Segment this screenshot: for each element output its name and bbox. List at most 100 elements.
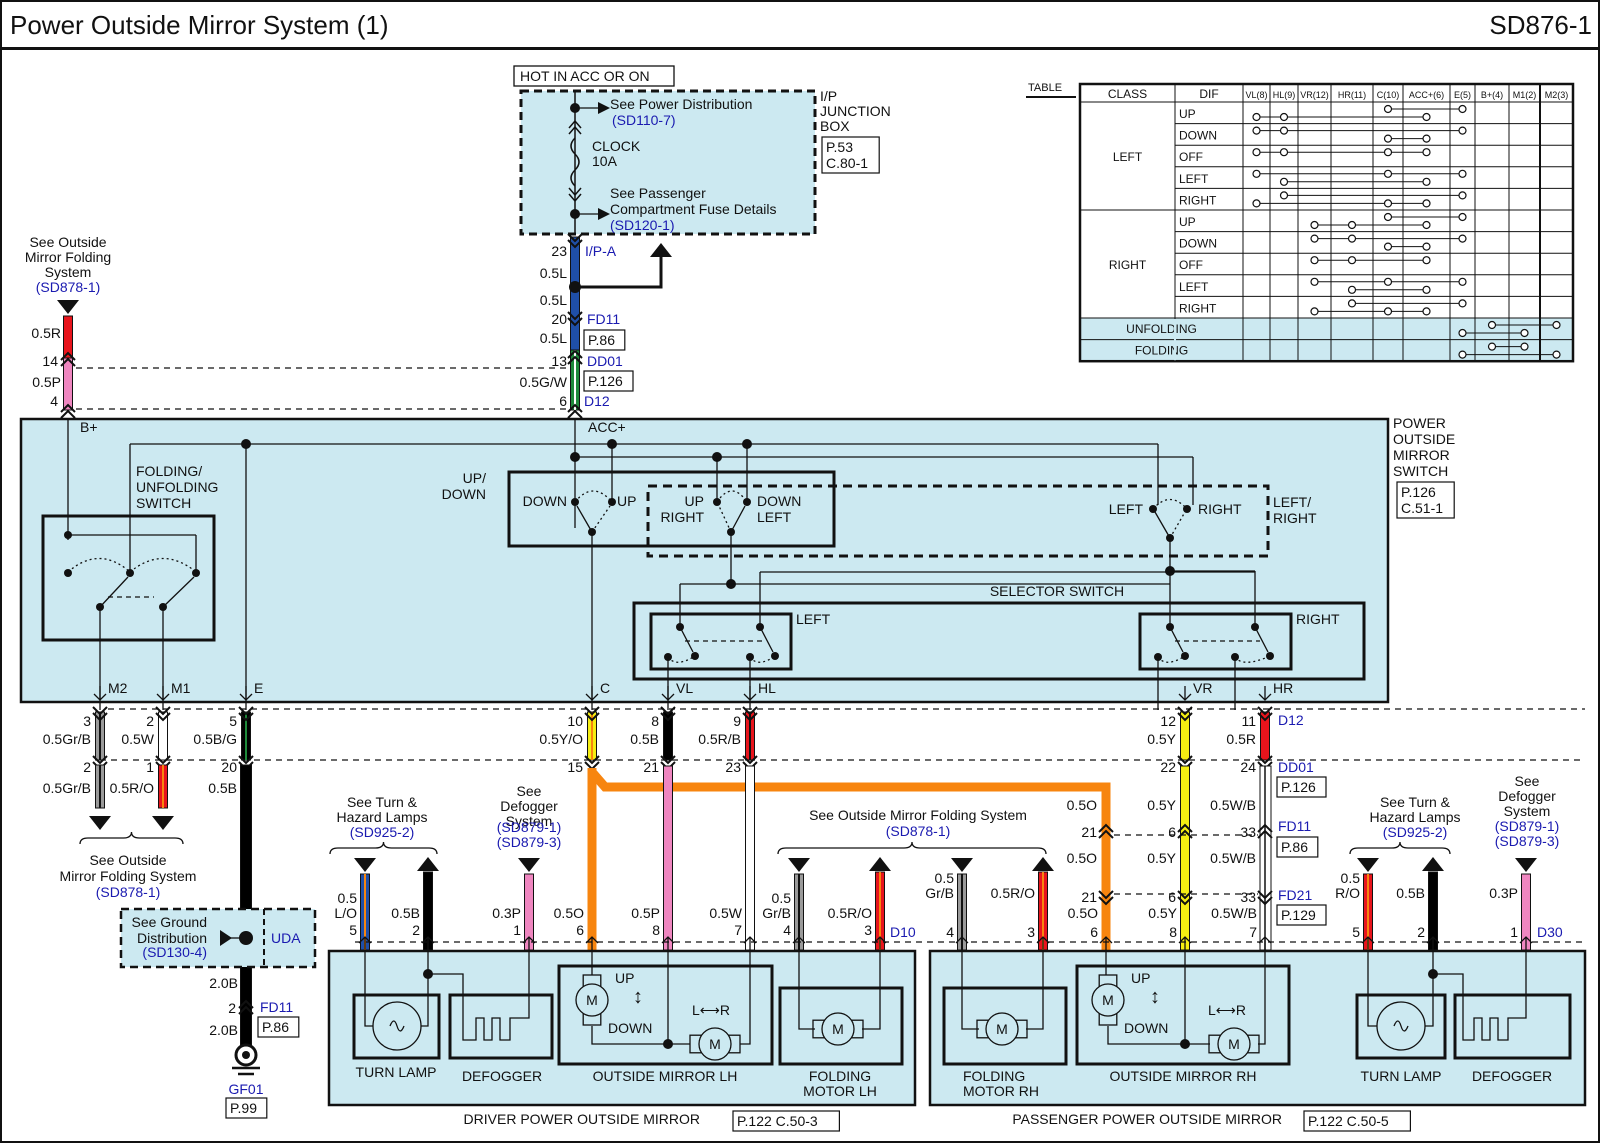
- connector-chevron: [1177, 829, 1193, 839]
- connector-fd11: FD11: [260, 999, 293, 1015]
- connector-chevron: [1177, 896, 1193, 906]
- wire-path: [743, 936, 757, 944]
- see-folding-text: See Outside Mirror Folding System: [809, 807, 1027, 823]
- arrow-down-icon: [89, 816, 111, 830]
- table-header: E(5): [1454, 90, 1471, 100]
- wire-spec: 0.5Y: [1147, 850, 1176, 866]
- wire-path: [585, 693, 599, 701]
- pin-label: 9: [733, 713, 741, 729]
- page-ref-text: P.126: [1281, 779, 1316, 795]
- table-label: TABLE: [1028, 82, 1062, 94]
- wire-spec: R/O: [1335, 885, 1360, 901]
- table-connection-node: [1458, 277, 1467, 286]
- arrow-right-icon: [220, 930, 232, 946]
- wire-path: [591, 951, 669, 1045]
- table-header: CLASS: [1108, 87, 1147, 101]
- table-connection-node: [1422, 242, 1431, 251]
- splice-dot: [192, 569, 200, 577]
- switch-position-label: LEFT: [757, 509, 792, 525]
- table-connection-node: [1422, 112, 1431, 122]
- driver-power-outside-mirror: [327, 949, 917, 1107]
- wire-path: [1157, 655, 1186, 663]
- pin-label: 14: [42, 353, 58, 369]
- terminal-label-hl: HL: [758, 680, 776, 696]
- connector-chevron: [60, 357, 76, 367]
- connector-fd11: FD11: [587, 311, 620, 327]
- pin-label: 1: [1510, 924, 1518, 940]
- wire-path: [1107, 951, 1186, 1045]
- wire-line: [1169, 511, 1186, 539]
- terminal-label-c: C: [600, 680, 610, 696]
- arrow-up-icon: [650, 243, 672, 257]
- component-outside-mirror-lh: OUTSIDE MIRROR LH: [593, 1068, 738, 1084]
- table-connection-node: [1422, 220, 1431, 230]
- arrow-up-icon: [1032, 857, 1054, 871]
- wire-spec: 2.0B: [209, 975, 238, 991]
- wire-spec: 0.5G/W: [520, 374, 568, 390]
- switch-position-label: UP: [685, 493, 704, 509]
- arrow-down-icon: [57, 300, 79, 314]
- wire-spec: 0.5B: [208, 780, 237, 796]
- pin-label: 6: [559, 393, 567, 409]
- splice-dot: [239, 931, 253, 945]
- wire-path: [798, 951, 815, 1030]
- wire-path: [522, 936, 536, 944]
- wire-spec: 0.3P: [492, 905, 521, 921]
- table-connection-node: [1347, 285, 1357, 294]
- connector-fd11: FD11: [1278, 818, 1311, 834]
- wire-path: [743, 693, 757, 701]
- page-ref-text: P.126: [588, 373, 623, 389]
- wire-spec: 0.5O: [554, 905, 584, 921]
- wire-line: [730, 505, 746, 533]
- connector-chevron: [567, 233, 583, 243]
- updown-label: UP/: [463, 470, 486, 486]
- pin-label: 1: [513, 922, 521, 938]
- fd11-ref: [257, 1016, 300, 1038]
- table-header: B+(4): [1481, 90, 1503, 100]
- page-ref-text: P.122 C.50-3: [737, 1113, 818, 1129]
- fd11-ref: [1276, 836, 1319, 858]
- pin-label: 2: [228, 1000, 236, 1016]
- connector-chevron: [1098, 896, 1114, 906]
- component-folding-motor-rh: MOTOR RH: [963, 1083, 1039, 1099]
- component-folding-motor-lh: MOTOR LH: [803, 1083, 877, 1099]
- updown-switch-box: [507, 470, 836, 548]
- see-defog-ref: (SD879-1): [1495, 818, 1560, 834]
- pin-label: 13: [551, 353, 567, 369]
- see-defog-text: System: [1504, 803, 1551, 819]
- pin-label: 21: [1081, 824, 1097, 840]
- wire-spec: 0.5Y: [1147, 731, 1176, 747]
- motor-label: M: [586, 992, 598, 1008]
- wire-spec: 0.5L: [540, 265, 567, 281]
- connector-chevron: [1177, 706, 1193, 716]
- see-turn-text: See Turn &: [1380, 794, 1451, 810]
- motor-up-label: UP: [1131, 970, 1150, 986]
- see-folding-text: See Outside: [89, 852, 166, 868]
- connector-d12: D12: [1278, 712, 1304, 728]
- see-power-text: See Power Distribution: [610, 96, 752, 112]
- brace: [329, 841, 438, 855]
- table-cell-merge: [1174, 319, 1176, 361]
- wire-path: [1426, 936, 1440, 944]
- wire-spec: 0.5O: [1067, 850, 1097, 866]
- pin-label: 6: [1168, 824, 1176, 840]
- table-connection-node: [1383, 277, 1393, 286]
- terminal-label-vl: VL: [676, 680, 693, 696]
- splice-dot: [1266, 652, 1274, 660]
- table-dif-cell: DOWN: [1179, 129, 1217, 143]
- table-dif-cell: RIGHT: [1179, 301, 1217, 315]
- wire-spec: 0.5B: [391, 905, 420, 921]
- table-connection-node: [1422, 307, 1431, 316]
- table-connection-node: [1310, 307, 1319, 316]
- wire-segment: [663, 765, 673, 951]
- lamp-filament-icon: [1393, 1020, 1409, 1032]
- see-turn-text: Hazard Lamps: [336, 809, 427, 825]
- table-connection-node: [1458, 169, 1467, 178]
- wire-line: [1169, 626, 1184, 653]
- connector-chevron: [1177, 890, 1193, 900]
- wire-path: [1361, 936, 1375, 944]
- table-connection-node: [1310, 234, 1319, 243]
- connector-chevron: [1177, 823, 1193, 833]
- table-connection-node: [1383, 148, 1393, 157]
- hot-in-acc-box: [513, 65, 675, 87]
